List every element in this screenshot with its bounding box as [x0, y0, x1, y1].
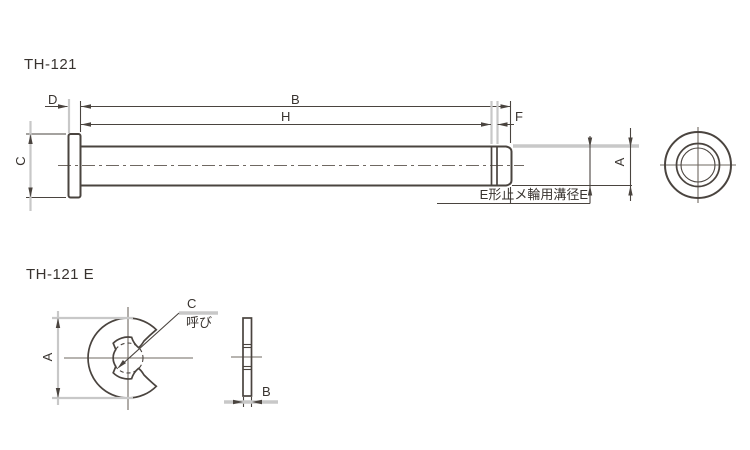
ring-dim-label-B: B	[262, 384, 271, 399]
dim-label-D: D	[48, 92, 58, 107]
head-outline-circle	[664, 131, 732, 199]
dim-label-H: H	[281, 109, 291, 124]
ring-title: TH-121 E	[26, 266, 95, 283]
ring-dim-label-A: A	[40, 352, 55, 362]
dim-label-C: C	[13, 156, 28, 166]
ering-side-view	[224, 317, 278, 407]
dim-label-B: B	[291, 92, 300, 107]
ering-side-profile	[242, 317, 253, 397]
groove-note: E形止メ輪用溝径E	[479, 187, 588, 202]
dim-label-A: A	[612, 157, 627, 167]
nominal-dashed-circle	[112, 342, 144, 374]
pin-title: TH-121	[24, 56, 78, 73]
dim-label-F: F	[515, 109, 523, 124]
groove-circle	[680, 147, 716, 183]
pin-end-cap	[497, 145, 513, 187]
ering-outline	[87, 317, 158, 399]
pin-side-view	[58, 133, 524, 199]
ering-front-view	[52, 307, 218, 410]
ring-nominal-caption: 呼び	[186, 315, 213, 330]
pin-head	[67, 133, 82, 199]
ring-dim-label-C: C	[187, 296, 197, 311]
shaft-circle	[675, 142, 721, 188]
pin-end-view	[660, 127, 736, 203]
pin-dimension-lines	[26, 99, 639, 211]
